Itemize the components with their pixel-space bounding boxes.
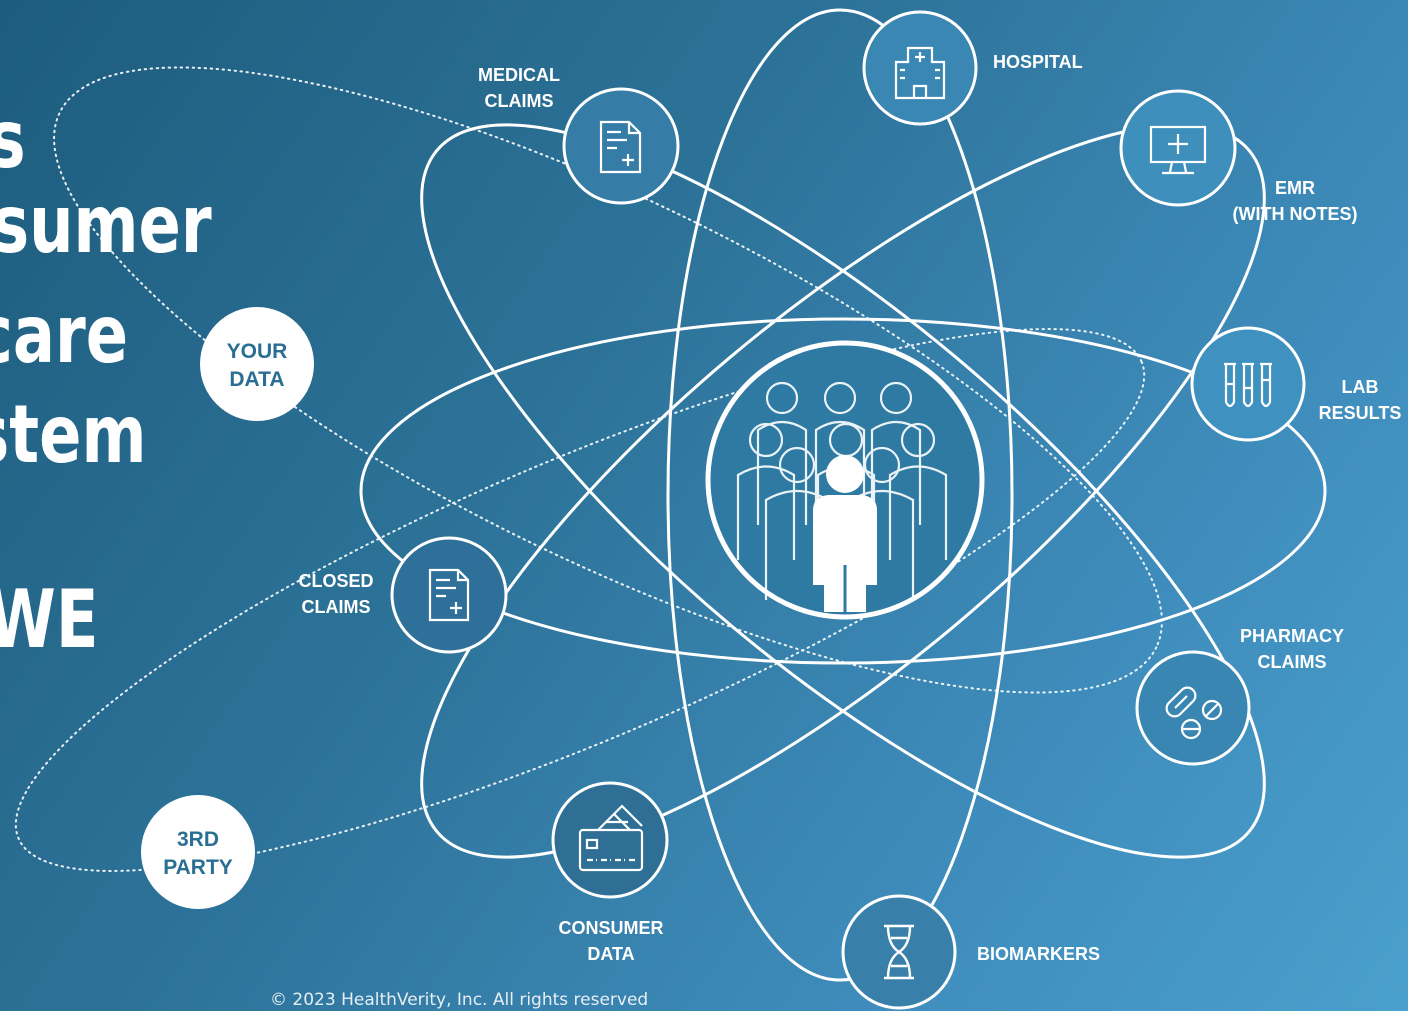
pills-icon	[1165, 686, 1223, 740]
hospital-icon	[894, 46, 946, 100]
medical-claims-node[interactable]	[562, 87, 680, 205]
pharmacy-claims-node[interactable]	[1135, 650, 1251, 766]
lab-results-label-2: RESULTS	[1319, 403, 1402, 423]
third-party-badge[interactable]: 3RD PARTY	[141, 795, 255, 909]
your-data-badge[interactable]: YOUR DATA	[200, 307, 314, 421]
consumer-data-label-2: DATA	[587, 944, 634, 964]
dotted-orbit-third-party	[14, 328, 1146, 872]
headline-line-2: sumer	[0, 178, 212, 271]
dna-icon	[884, 924, 914, 980]
orbit-horizontal	[359, 317, 1327, 665]
consumer-data-label-1: CONSUMER	[558, 918, 663, 938]
headline-line-5: RWE	[0, 573, 98, 666]
document-icon	[428, 568, 470, 622]
copyright-footer: © 2023 HealthVerity, Inc. All rights res…	[270, 990, 649, 1010]
your-data-label-1: YOUR	[227, 340, 288, 363]
closed-claims-label-2: CLAIMS	[302, 597, 371, 617]
lab-results-node[interactable]	[1190, 326, 1306, 442]
people-group-icon	[705, 340, 985, 620]
lab-results-label-1: LAB	[1342, 377, 1379, 397]
emr-label-2: (WITH NOTES)	[1233, 204, 1358, 224]
headline-line-4: stem	[0, 388, 146, 481]
your-data-label-2: DATA	[229, 368, 284, 391]
test-tubes-icon	[1224, 362, 1272, 408]
closed-claims-label-1: CLOSED	[298, 571, 373, 591]
emr-node[interactable]	[1119, 89, 1237, 207]
headline-line-3: care	[0, 288, 128, 381]
medical-claims-label-2: CLAIMS	[485, 91, 554, 111]
emr-label-1: EMR	[1275, 178, 1315, 198]
monitor-icon	[1149, 125, 1207, 175]
document-icon	[599, 120, 642, 174]
orbit-vertical	[666, 8, 1014, 982]
third-party-label-1: 3RD	[177, 828, 219, 851]
hospital-label: HOSPITAL	[993, 52, 1083, 72]
pharmacy-claims-label-1: PHARMACY	[1240, 626, 1344, 646]
orbit-diagonal-down	[420, 123, 1266, 859]
headline-line-1: s	[0, 100, 26, 180]
closed-claims-node[interactable]	[390, 536, 508, 654]
consumer-data-node[interactable]	[551, 781, 669, 899]
dotted-orbit-your-data	[0, 0, 1235, 809]
medical-claims-label-1: MEDICAL	[478, 65, 560, 85]
third-party-label-2: PARTY	[163, 856, 233, 879]
hospital-node[interactable]	[862, 10, 978, 126]
credit-card-icon	[578, 804, 644, 872]
biomarkers-node[interactable]	[841, 894, 957, 1010]
pharmacy-claims-label-2: CLAIMS	[1258, 652, 1327, 672]
orbit-diagonal-up	[420, 123, 1266, 859]
biomarkers-label: BIOMARKERS	[977, 944, 1100, 964]
